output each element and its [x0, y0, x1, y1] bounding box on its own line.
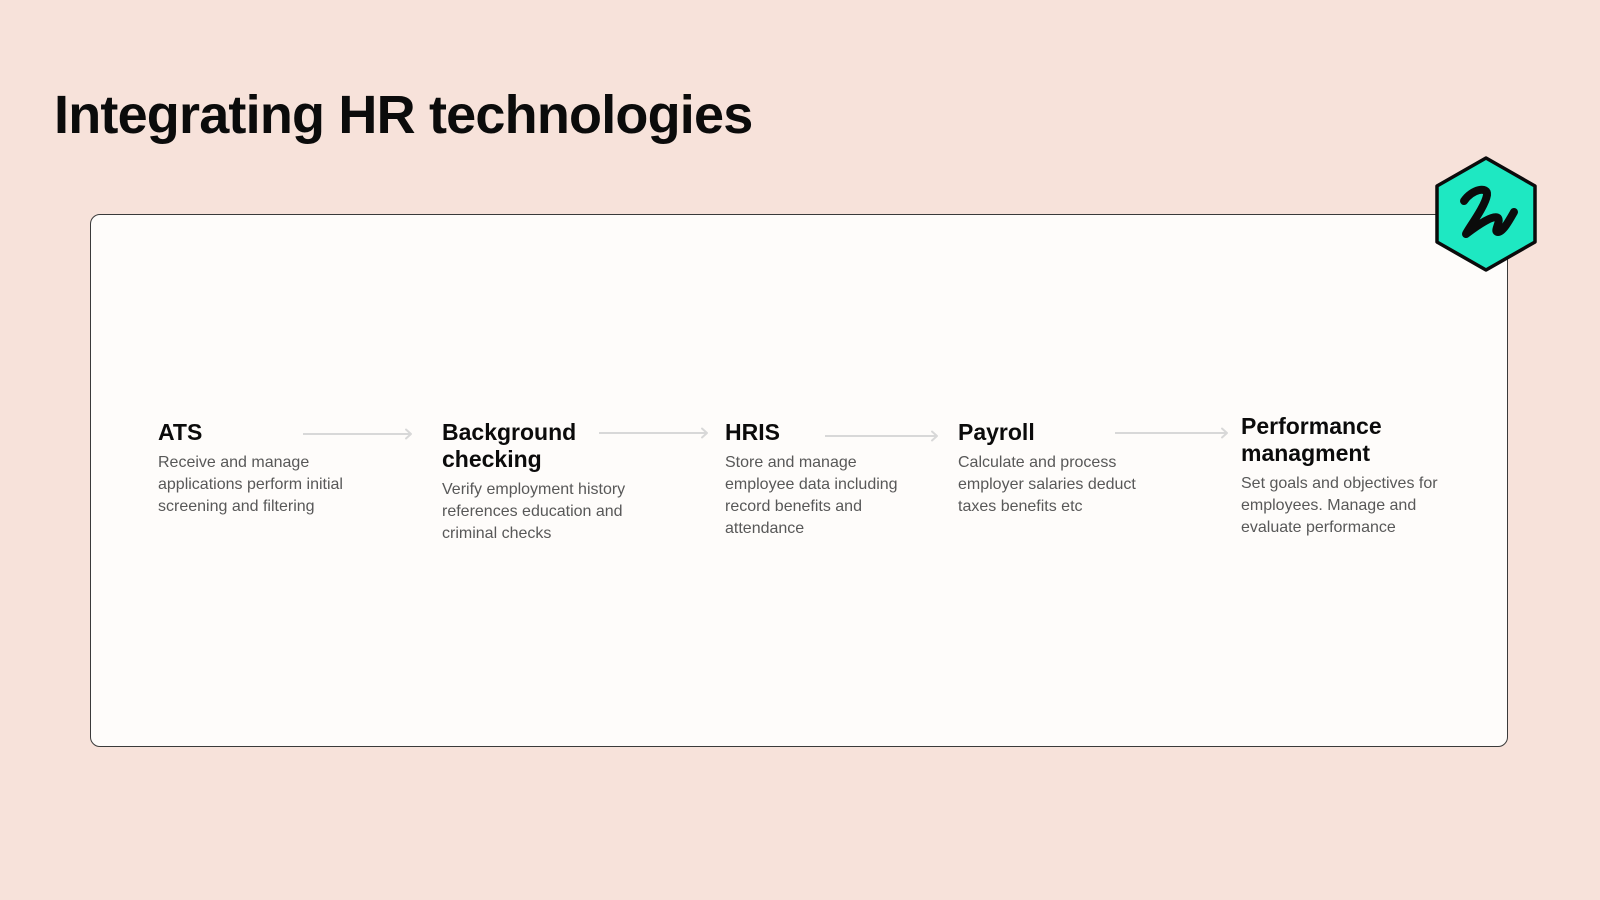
arrow-right-icon — [1115, 427, 1228, 439]
arrow-right-icon — [825, 430, 938, 442]
step-background-checking: Background checking Verify employment hi… — [442, 419, 657, 545]
arrow-right-icon — [599, 427, 708, 439]
step-description: Set goals and objectives for employees. … — [1241, 475, 1438, 536]
process-card: ATS Receive and manage applications perf… — [90, 214, 1508, 747]
step-title: Performance managment — [1241, 413, 1382, 466]
step-title: ATS — [158, 419, 203, 445]
step-title: Background checking — [442, 419, 577, 472]
step-description: Store and manage employee data including… — [725, 454, 898, 537]
step-hris: HRIS Store and manage employee data incl… — [725, 419, 925, 540]
page-title: Integrating HR technologies — [54, 85, 753, 145]
step-performance-management: Performance managment Set goals and obje… — [1241, 413, 1466, 539]
step-description: Calculate and process employer salaries … — [958, 454, 1136, 515]
step-payroll: Payroll Calculate and process employer s… — [958, 419, 1163, 518]
arrow-right-icon — [303, 428, 412, 440]
step-title: HRIS — [725, 419, 780, 445]
step-ats: ATS Receive and manage applications perf… — [158, 419, 378, 518]
step-title: Payroll — [958, 419, 1035, 445]
step-description: Verify employment history references edu… — [442, 481, 626, 542]
hexagon-z-logo-icon — [1435, 156, 1537, 272]
step-description: Receive and manage applications perform … — [158, 454, 343, 515]
